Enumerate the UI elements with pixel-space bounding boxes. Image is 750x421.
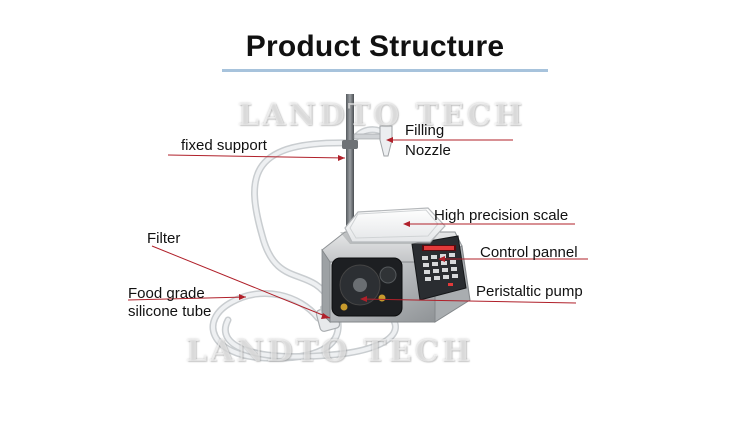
pump-fitting-left (340, 303, 348, 311)
filling-nozzle (379, 125, 393, 157)
label-peristaltic-pump: Peristaltic pump (476, 283, 583, 300)
page-title: Product Structure (245, 30, 505, 63)
label-food-grade-line1: Food grade (128, 285, 205, 302)
status-led (448, 283, 453, 286)
digit-segment (424, 246, 454, 250)
label-fixed-support: fixed support (181, 137, 267, 154)
watermark-bottom: LANDTO TECH (186, 334, 474, 369)
label-filling-nozzle-line2: Nozzle (405, 142, 451, 159)
scale-tray (344, 207, 446, 243)
label-high-precision-scale: High precision scale (434, 207, 569, 224)
arrow-fixed-support (338, 155, 345, 161)
watermark-top: LANDTO TECH (238, 98, 526, 133)
scale-tray-rim (349, 209, 439, 239)
leader-peristaltic-pump (361, 298, 577, 304)
arrow-high-precision-scale (403, 221, 410, 227)
pump-knob (379, 266, 397, 284)
tube-inner (211, 140, 354, 361)
pump-hub (353, 278, 367, 292)
pump-fitting-right (378, 294, 386, 302)
label-food-grade-line2: silicone tube (128, 303, 212, 320)
high-precision-scale (340, 207, 446, 244)
peristaltic-pump (331, 257, 403, 317)
title-underline (222, 69, 548, 72)
leader-arrowheads (239, 137, 445, 319)
arrow-food-grade-tube (239, 294, 246, 300)
arrow-filter (321, 313, 330, 319)
label-filling-nozzle-line1: Filling (405, 122, 445, 139)
control-keypad (422, 245, 458, 286)
machine-front (321, 248, 331, 323)
rod (346, 94, 354, 236)
nozzle-body (379, 125, 393, 157)
leader-filter (151, 245, 331, 319)
key-grid (422, 253, 458, 281)
label-control-pannel: Control pannel (480, 244, 578, 261)
label-filter: Filter (147, 230, 181, 247)
leader-fixed-support (167, 154, 346, 159)
leader-lines (127, 139, 588, 319)
arrow-filling-nozzle (386, 137, 393, 143)
rod-clamp (342, 140, 358, 149)
arrow-control-pannel (438, 256, 445, 262)
arrow-peristaltic-pump (360, 296, 367, 302)
leader-food-grade-tube (127, 296, 247, 301)
